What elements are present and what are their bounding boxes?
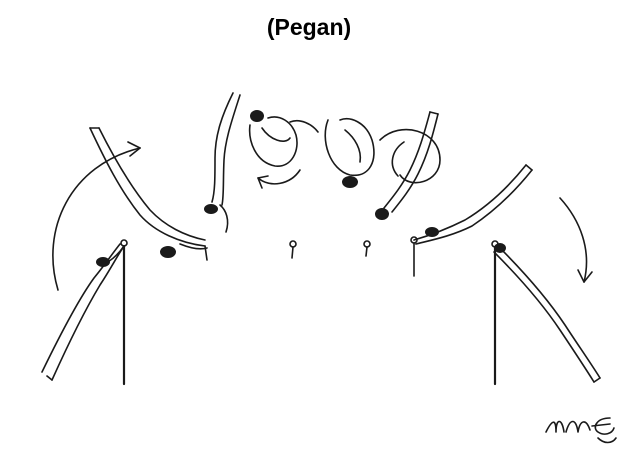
bar-marker-3 bbox=[363, 240, 371, 257]
arrow-right-clockwise bbox=[559, 197, 593, 283]
bar-marker-4 bbox=[410, 236, 418, 277]
gymnast-figure-8 bbox=[493, 243, 601, 383]
arrow-left-counterclockwise bbox=[52, 141, 141, 291]
gymnast-figure-4 bbox=[248, 110, 319, 167]
gymnast-figure-1 bbox=[41, 243, 125, 381]
gymnast-figure-2 bbox=[89, 127, 208, 261]
arrow-top-rotation bbox=[257, 169, 301, 189]
arrow-twist-loop bbox=[379, 128, 441, 184]
bar-marker-2 bbox=[289, 240, 297, 259]
gymnast-figure-5 bbox=[324, 118, 375, 188]
gymnast-figure-6 bbox=[375, 111, 439, 220]
diagram-title: (Pegan) bbox=[266, 14, 352, 40]
gymnast-figure-3 bbox=[204, 92, 241, 233]
gymnast-figure-7 bbox=[413, 164, 533, 245]
artist-signature bbox=[545, 417, 617, 444]
